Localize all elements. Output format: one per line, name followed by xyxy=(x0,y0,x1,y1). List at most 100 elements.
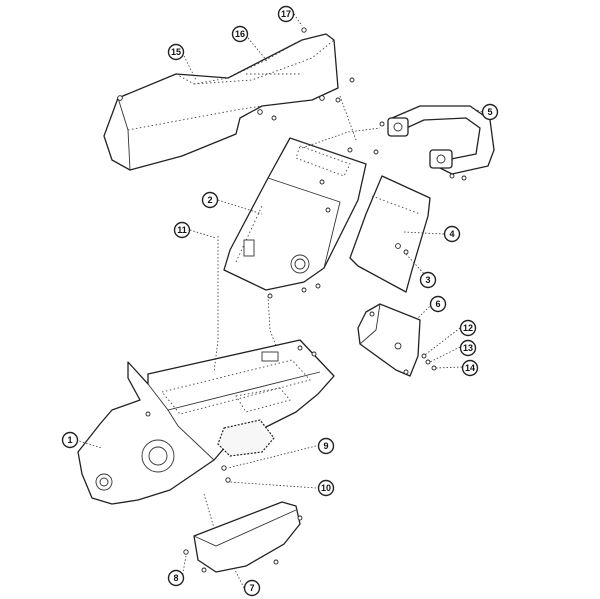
callout-11: 11 xyxy=(173,221,191,239)
upper-frame-top-edge xyxy=(289,137,367,165)
upper-frame-slot xyxy=(243,239,255,257)
side-plate xyxy=(349,175,431,293)
callout-label-13: 13 xyxy=(463,343,473,353)
chassis-top-slot xyxy=(261,351,279,362)
chassis-bolt-10 xyxy=(225,477,231,483)
chassis-bolt-c xyxy=(145,411,151,417)
callout-6: 6 xyxy=(429,295,447,313)
align-line-handle xyxy=(301,127,381,149)
callout-4: 4 xyxy=(443,225,461,243)
leader-lines xyxy=(75,13,483,589)
upper-frame-edge xyxy=(267,177,341,269)
handle-bolt-c xyxy=(461,175,467,181)
side-plate-part xyxy=(349,175,431,293)
chassis-top-plate xyxy=(161,359,311,415)
upper-frame-hole-inner xyxy=(294,258,306,270)
frame-bolt-e xyxy=(267,293,273,299)
callout-3: 3 xyxy=(419,271,437,289)
upper-cover-ridge xyxy=(193,39,335,85)
chassis-side-bracket xyxy=(217,419,275,457)
skid-bolt-b xyxy=(201,567,207,573)
skid-plate-fold xyxy=(193,509,297,547)
frame-bolt-c xyxy=(347,147,353,153)
side-plate-fold xyxy=(371,195,421,215)
align-line-cover xyxy=(339,95,357,141)
side-plate-washer xyxy=(403,249,409,255)
upper-frame-box xyxy=(223,137,367,291)
upper-frame-part xyxy=(223,137,379,299)
cover-bolt-e xyxy=(335,97,341,103)
chassis-front-edge xyxy=(167,409,215,461)
skid-plate-part xyxy=(183,501,303,573)
small-guard-edge xyxy=(359,303,381,345)
callout-label-17: 17 xyxy=(281,9,291,19)
cover-bolt-c xyxy=(271,115,277,121)
callout-label-3: 3 xyxy=(425,275,430,285)
callout-label-2: 2 xyxy=(207,195,212,205)
align-line-11 xyxy=(213,236,219,373)
handle-bar-part xyxy=(379,105,495,181)
callout-label-1: 1 xyxy=(67,435,72,445)
upper-cover-assembly xyxy=(103,27,355,171)
callout-13: 13 xyxy=(459,339,477,357)
main-chassis-part xyxy=(77,339,335,505)
upper-cover-body xyxy=(103,33,339,171)
guard-bolt-b xyxy=(403,369,409,375)
handle-bolt-a xyxy=(379,121,385,127)
chassis-body xyxy=(77,339,335,505)
guard-bolt-a xyxy=(369,311,375,317)
chassis-opening xyxy=(235,387,291,413)
frame-bolt-f xyxy=(301,287,307,293)
handle-bracket-hole xyxy=(393,122,403,132)
chassis-axle-inner xyxy=(99,477,109,487)
screw-17 xyxy=(301,27,307,33)
callout-label-12: 12 xyxy=(463,323,473,333)
skid-bolt-d xyxy=(273,559,279,565)
frame-bolt-g xyxy=(315,283,321,289)
handle-bolt-b xyxy=(449,173,455,179)
skid-plate xyxy=(193,501,301,573)
frame-bolt-b xyxy=(325,207,331,213)
callout-5: 5 xyxy=(481,103,499,121)
callout-label-10: 10 xyxy=(321,483,331,493)
callout-label-14: 14 xyxy=(465,363,475,373)
cover-bolt-d xyxy=(319,95,325,101)
callout-8: 8 xyxy=(167,569,185,587)
callout-label-9: 9 xyxy=(323,441,328,451)
callout-16: 16 xyxy=(231,25,249,43)
callout-label-7: 7 xyxy=(249,583,254,593)
align-line-frame xyxy=(267,295,277,347)
guard-washer-13 xyxy=(425,359,431,365)
callout-12: 12 xyxy=(459,319,477,337)
callout-7: 7 xyxy=(243,579,261,597)
skid-bolt-8 xyxy=(183,549,189,555)
small-guard xyxy=(357,303,421,377)
cover-bolt-a xyxy=(117,95,123,101)
guard-washer-12 xyxy=(421,353,427,359)
callout-14: 14 xyxy=(461,359,479,377)
chassis-bolt-b xyxy=(311,351,317,357)
cover-bolt-f xyxy=(349,77,355,83)
callout-10: 10 xyxy=(317,479,335,497)
callout-label-11: 11 xyxy=(177,225,187,235)
alignment-lines xyxy=(203,95,381,529)
callout-15: 15 xyxy=(167,43,185,61)
callout-label-6: 6 xyxy=(435,299,440,309)
callout-label-5: 5 xyxy=(487,107,492,117)
skid-bolt-c xyxy=(297,515,303,521)
callout-9: 9 xyxy=(317,437,335,455)
callout-label-8: 8 xyxy=(173,573,178,583)
callout-label-4: 4 xyxy=(449,229,454,239)
chassis-bolt-9 xyxy=(221,465,227,471)
callout-2: 2 xyxy=(201,191,219,209)
align-line-skid xyxy=(203,493,215,529)
small-guard-hole xyxy=(394,342,402,350)
small-guard-part xyxy=(357,303,437,377)
handle-bracket-hole-lower xyxy=(436,154,446,164)
callouts: 1 2 3 4 5 6 7 8 9 10 11 xyxy=(61,5,499,597)
frame-bolt-d xyxy=(373,149,379,155)
callout-label-16: 16 xyxy=(235,29,245,39)
frame-bolt-a xyxy=(319,179,325,185)
callout-17: 17 xyxy=(277,5,295,23)
